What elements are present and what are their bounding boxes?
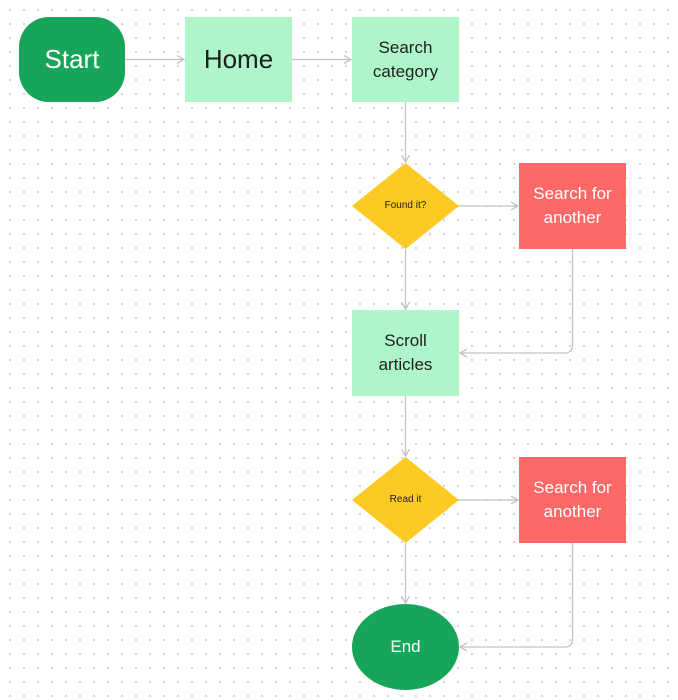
end-label: End [390,637,421,657]
connector-search-another-to-end [458,543,574,652]
search-another-2-shape [519,457,626,543]
home-label: Home [203,44,274,75]
connector-search-another-to-scroll-articles [458,249,574,358]
scroll-articles-label-line1: Scroll [384,331,427,351]
scroll-articles-shape [352,310,459,396]
search-another-2-label-line1: Search for [533,478,612,498]
search-another-node-1: Search for another [519,163,626,249]
start-shape [19,17,125,102]
search-another-1-shape [519,163,626,249]
scroll-articles-label-line2: articles [378,355,433,374]
search-category-label-line2: category [372,61,439,81]
found-it-diamond [352,163,459,249]
found-it-label: Found it? [384,200,427,211]
end-shape [352,604,459,690]
search-another-1-label-line2: another [543,208,602,227]
start-node: Start [19,17,125,102]
read-it-diamond [352,457,459,543]
scroll-articles-node: Scroll articles [352,310,459,396]
read-it-decision: Read it [352,457,459,543]
end-node: End [352,604,459,690]
start-label: Start [44,44,100,75]
search-category-node: Search category [352,17,459,102]
found-it-decision: Found it? [352,163,459,249]
read-it-label: Read it [389,494,422,505]
home-shape [185,17,292,102]
search-category-label-line1: Search [378,37,433,57]
home-node: Home [185,17,292,102]
search-category-shape [352,17,459,102]
search-another-1-label-line1: Search for [533,184,612,204]
search-another-node-2: Search for another [519,457,626,543]
search-another-2-label-line2: another [543,502,602,521]
